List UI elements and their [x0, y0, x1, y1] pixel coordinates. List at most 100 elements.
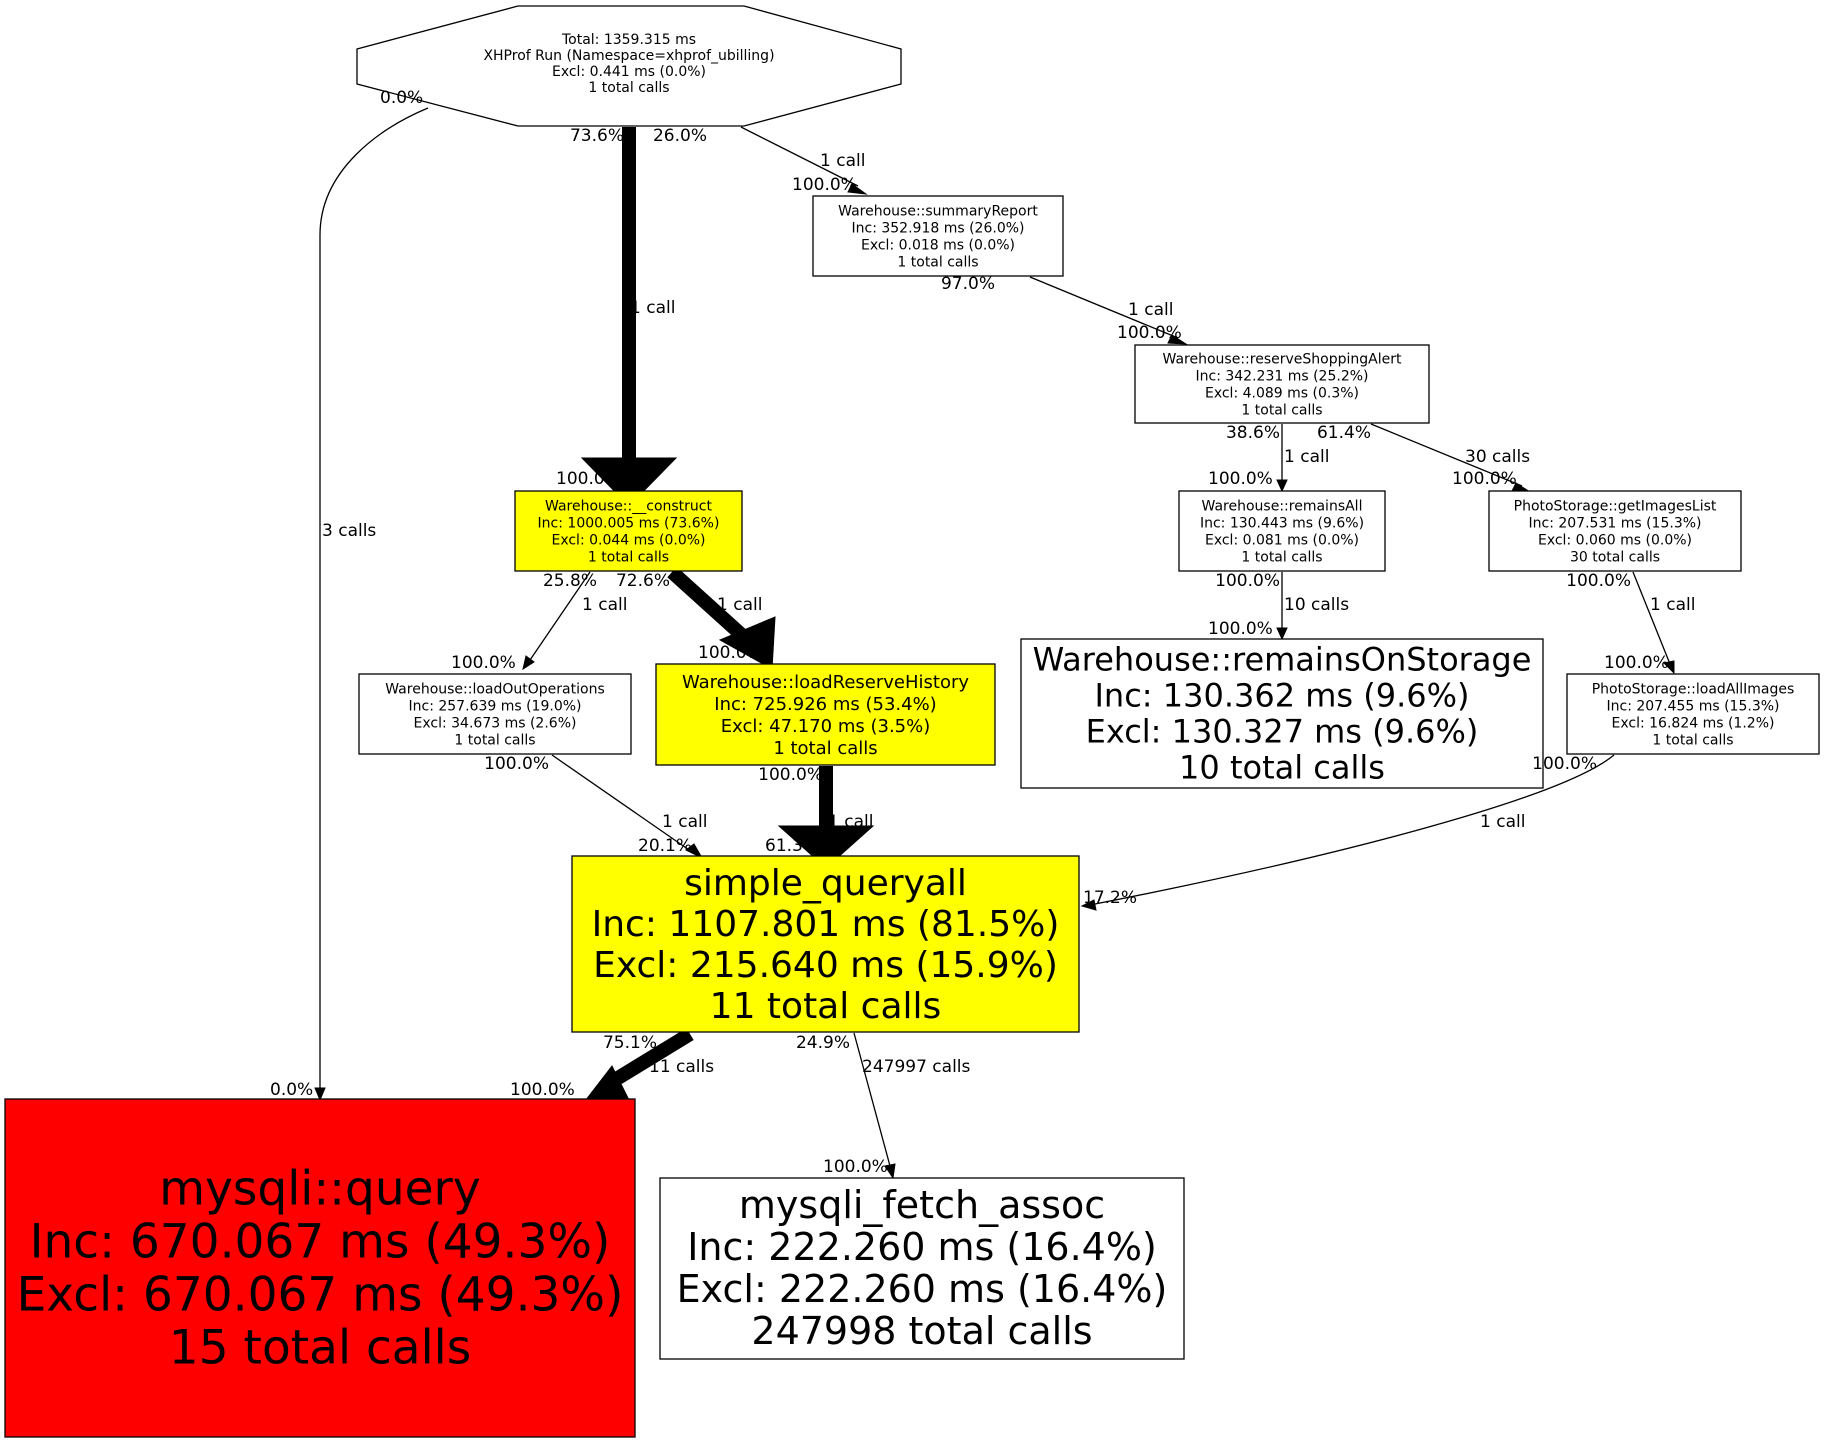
node-exclusive-time: Excl: 0.060 ms (0.0%) — [1538, 533, 1692, 549]
arrowhead-icon — [314, 1087, 326, 1102]
node-inclusive-time: Inc: 207.531 ms (15.3%) — [1529, 516, 1702, 532]
root-node[interactable]: Total: 1359.315 ms XHProf Run (Namespace… — [356, 5, 902, 127]
node-function-name: simple_queryall — [684, 863, 967, 904]
node-box — [514, 490, 743, 572]
edge-tail-percent: 100.0% — [1566, 571, 1631, 591]
edges-layer — [314, 107, 1675, 1180]
arrowhead-icon — [685, 843, 704, 860]
arrowhead-icon — [1080, 899, 1097, 911]
node-box — [1566, 673, 1820, 755]
arrowhead-icon — [522, 655, 535, 671]
edge-loadOutOperations-simple_queryall — [551, 754, 704, 860]
node-inclusive-time: Inc: 1000.005 ms (73.6%) — [538, 516, 720, 532]
node-inclusive-time: Inc: 342.231 ms (25.2%) — [1196, 369, 1369, 385]
node-box — [4, 1098, 636, 1438]
edge-calls-label: 1 call — [1650, 595, 1695, 615]
edge-tail-percent: 38.6% — [1226, 423, 1280, 443]
node-exclusive-time: Excl: 47.170 ms (3.5%) — [721, 716, 931, 737]
edge-head-percent: 100.0% — [792, 175, 857, 195]
edge-total-mysqli_query — [314, 107, 429, 1102]
edge-line — [1632, 571, 1671, 665]
edge-total-summaryReport — [740, 126, 868, 195]
edge-tail-percent: 97.0% — [941, 274, 995, 294]
edge-tail-percent: 100.0% — [1215, 571, 1280, 591]
node-inclusive-time: Inc: 130.443 ms (9.6%) — [1200, 516, 1364, 532]
edge-tail-percent: 75.1% — [603, 1033, 657, 1053]
edge-line — [667, 566, 750, 644]
node-function-name: Warehouse::__construct — [545, 499, 712, 515]
node-function-name: Warehouse::summaryReport — [838, 204, 1038, 220]
edge-head-percent: 100.0% — [510, 1080, 575, 1100]
edge-getImagesList-loadAllImages — [1632, 571, 1675, 675]
edge-tail-percent: 61.4% — [1317, 423, 1371, 443]
edge-head-percent: 100.0% — [1604, 653, 1669, 673]
node-total-calls: 1 total calls — [1241, 550, 1322, 566]
node-exclusive-time: Excl: 16.824 ms (1.2%) — [1612, 716, 1775, 732]
edge-calls-label: 1 call — [717, 595, 762, 615]
node-total-calls: 1 total calls — [454, 733, 535, 749]
edge-calls-label: 30 calls — [1465, 447, 1530, 467]
node-inclusive-time: Inc: 1107.801 ms (81.5%) — [592, 904, 1060, 945]
edge-calls-label: 1 call — [582, 595, 627, 615]
edge-line — [1089, 754, 1615, 906]
edge-calls-label: 3 calls — [322, 521, 376, 541]
arrowhead-icon — [847, 183, 868, 195]
node-inclusive-time: Inc: 670.067 ms (49.3%) — [30, 1214, 611, 1269]
edge-reserveShoppingAlert-getImagesList — [1370, 423, 1532, 493]
node-total-calls: 1 total calls — [588, 550, 669, 566]
root-label-excl: Excl: 0.441 ms (0.0%) — [552, 64, 706, 80]
edge-total-construct — [580, 127, 678, 507]
node-function-name: PhotoStorage::getImagesList — [1514, 499, 1717, 515]
edge-head-percent: 100.0% — [1117, 323, 1182, 343]
edge-tail-percent: 25.8% — [543, 571, 597, 591]
node-inclusive-time: Inc: 222.260 ms (16.4%) — [687, 1225, 1157, 1269]
node-total-calls: 1 total calls — [1652, 733, 1733, 749]
arrowhead-icon — [718, 616, 776, 670]
node-total-calls: 1 total calls — [773, 738, 877, 759]
node-function-name: mysqli_fetch_assoc — [739, 1183, 1105, 1227]
node-inclusive-time: Inc: 352.918 ms (26.0%) — [852, 221, 1025, 237]
edge-calls-label: 1 call — [820, 151, 865, 171]
node-exclusive-time: Excl: 0.081 ms (0.0%) — [1205, 533, 1359, 549]
edge-simple_queryall-mysqli_fetch_assoc — [853, 1032, 896, 1180]
node-total-calls: 1 total calls — [1241, 403, 1322, 419]
edge-line — [614, 1028, 694, 1084]
edge-line — [853, 1032, 891, 1167]
edge-calls-label: 247997 calls — [862, 1057, 971, 1077]
edge-head-percent: 100.0% — [823, 1157, 888, 1177]
edge-calls-label: 1 call — [828, 812, 873, 832]
edge-line — [529, 571, 591, 661]
node-function-name: Warehouse::remainsOnStorage — [1033, 640, 1532, 678]
edge-calls-label: 1 call — [1480, 812, 1525, 832]
node-inclusive-time: Inc: 207.455 ms (15.3%) — [1607, 699, 1780, 715]
edge-tail-percent: 72.6% — [616, 571, 670, 591]
edge-head-percent: 100.0% — [1208, 469, 1273, 489]
edge-tail-percent: 100.0% — [484, 754, 549, 774]
node-exclusive-time: Excl: 4.089 ms (0.3%) — [1205, 386, 1359, 402]
edge-tail-percent: 73.6% — [570, 126, 624, 146]
root-label-calls: 1 total calls — [588, 80, 669, 96]
node-box — [1178, 490, 1386, 572]
node-total-calls: 11 total calls — [710, 986, 942, 1027]
node-exclusive-time: Excl: 0.044 ms (0.0%) — [551, 533, 705, 549]
edge-calls-label: 1 call — [662, 812, 707, 832]
edge-calls-label: 10 calls — [1284, 595, 1349, 615]
edge-head-percent: 61.3% — [765, 836, 819, 856]
node-exclusive-time: Excl: 130.327 ms (9.6%) — [1086, 712, 1479, 750]
edge-head-percent: 20.1% — [638, 836, 692, 856]
edge-line — [740, 126, 859, 187]
